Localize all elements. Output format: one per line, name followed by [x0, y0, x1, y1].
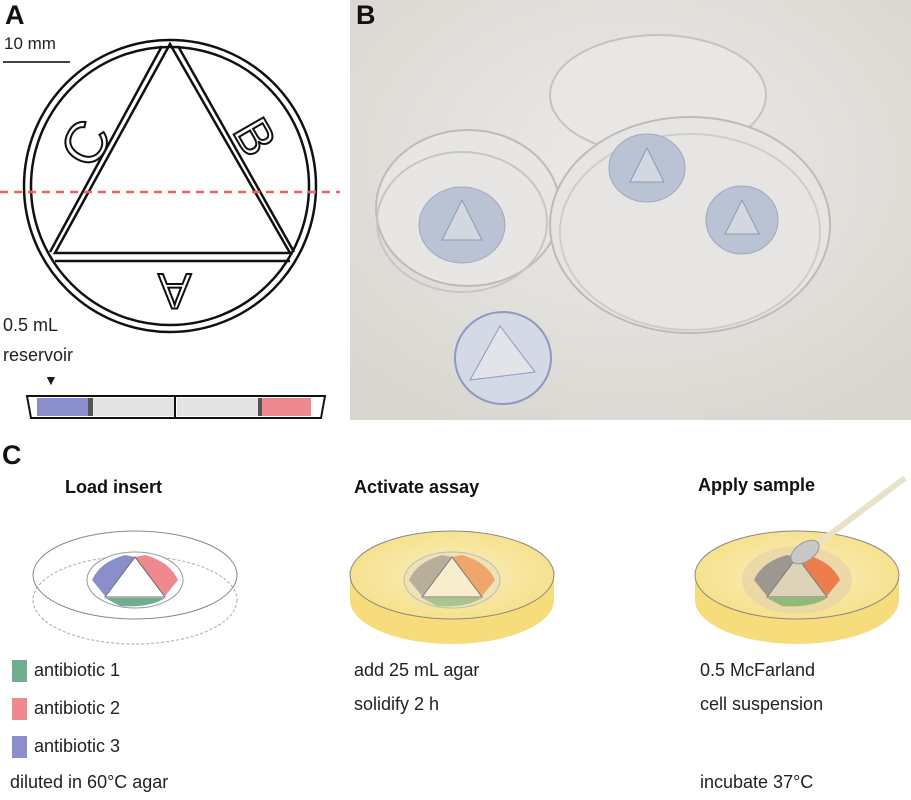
legend-swatch-antibiotic-1 — [12, 660, 27, 682]
apply-note-2: cell suspension — [700, 694, 824, 714]
panel-label-a: A — [5, 0, 25, 30]
swab-stick — [810, 475, 907, 551]
dish-activate-assay — [349, 530, 555, 644]
activate-note-1: add 25 mL agar — [354, 660, 480, 680]
petri-dish-photo — [350, 0, 911, 420]
legend-label-antibiotic-1: antibiotic 1 — [34, 660, 121, 680]
triangle-outline — [52, 41, 293, 255]
swab-tip — [790, 539, 820, 565]
dish-load-insert — [32, 530, 238, 645]
reservoir-label-volume: 0.5 mL — [3, 315, 59, 335]
panel-label-c: C — [2, 440, 22, 470]
insert-top-view — [0, 38, 340, 419]
panel-label-b: B — [356, 0, 376, 30]
load-insert-note: diluted in 60°C agar — [10, 772, 169, 792]
activate-note-2: solidify 2 h — [354, 694, 440, 714]
step-title-activate-assay: Activate assay — [354, 477, 480, 497]
apply-note-1: 0.5 McFarland — [700, 660, 816, 680]
legend-swatch-antibiotic-2 — [12, 698, 27, 720]
reservoir-label-text: reservoir — [3, 345, 74, 365]
zone-letter-a: A — [157, 262, 192, 320]
reservoir-bar — [25, 395, 327, 419]
legend-label-antibiotic-2: antibiotic 2 — [34, 698, 121, 718]
legend-label-antibiotic-3: antibiotic 3 — [34, 736, 121, 756]
step-title-apply-sample: Apply sample — [698, 475, 816, 495]
reservoir-arrow-icon: ▼ — [44, 372, 58, 388]
apply-note-3: incubate 37°C — [700, 772, 814, 792]
legend-swatch-antibiotic-3 — [12, 736, 27, 758]
scale-bar-label: 10 mm — [4, 34, 56, 53]
step-title-load-insert: Load insert — [65, 477, 163, 497]
dish-apply-sample — [694, 475, 907, 644]
